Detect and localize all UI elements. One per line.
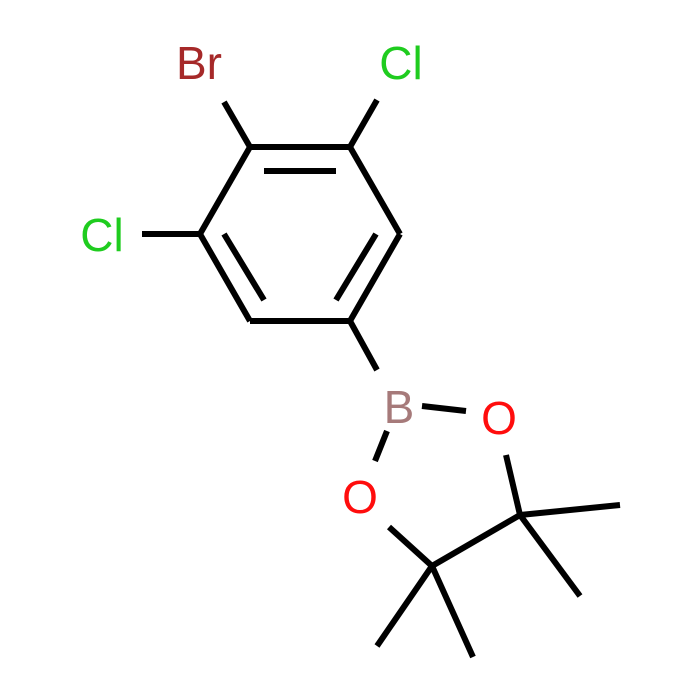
atom-labels: Br Cl Cl B O O (80, 37, 517, 523)
bond-c8-methyl-b (374, 564, 435, 648)
bond-c8-o2 (386, 524, 435, 569)
atom-cl-left-label: Cl (80, 209, 123, 261)
atom-o-right-label: O (481, 392, 517, 444)
atom-o-left-label: O (342, 471, 378, 523)
bond-b-o1 (421, 403, 467, 414)
atom-b-label: B (384, 381, 415, 433)
bond-c5-c6-inner (221, 232, 267, 302)
bond-c1-br (221, 100, 253, 149)
bond-o1-c7 (503, 454, 523, 516)
bond-c2-cl (347, 98, 380, 149)
bond-c7-methyl-b (517, 513, 583, 598)
bond-c6-c1 (197, 145, 253, 236)
bonds (142, 98, 621, 659)
bond-c8-methyl-a (429, 564, 476, 659)
bond-c7-methyl-a (519, 502, 621, 518)
atom-br-label: Br (176, 37, 222, 89)
bond-c7-c8 (430, 512, 522, 569)
bond-c4-b (347, 319, 380, 372)
bond-b-o2 (372, 429, 390, 463)
bond-c2-c3 (347, 145, 403, 236)
bond-c3-c4-inner (333, 232, 379, 302)
atom-cl-top-label: Cl (379, 37, 422, 89)
bond-c3-c4 (347, 232, 403, 323)
bond-c5-c6 (197, 232, 253, 323)
